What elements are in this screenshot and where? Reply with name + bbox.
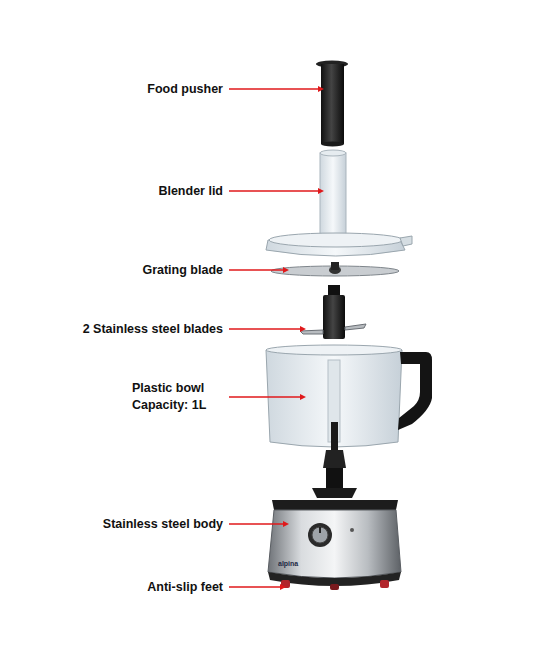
part-label: Food pusher (147, 81, 223, 98)
blender-lid (266, 150, 412, 256)
drive-shaft (312, 422, 357, 498)
brand-logo: alpina (278, 560, 298, 568)
part-label: 2 Stainless steel blades (83, 321, 223, 338)
leader-lines (229, 89, 318, 587)
part-label: Anti-slip feet (147, 579, 223, 596)
grating-blade (271, 262, 399, 276)
food-pusher (316, 61, 348, 147)
plastic-bowl (266, 345, 432, 447)
part-label: Grating blade (142, 262, 223, 279)
motor-base (268, 500, 401, 590)
part-label: Blender lid (158, 183, 223, 200)
part-label: Stainless steel body (103, 516, 223, 533)
leader-arrowheads (280, 86, 324, 590)
chopping-blades (300, 285, 366, 339)
part-label: Plastic bowl Capacity: 1L (132, 380, 224, 414)
